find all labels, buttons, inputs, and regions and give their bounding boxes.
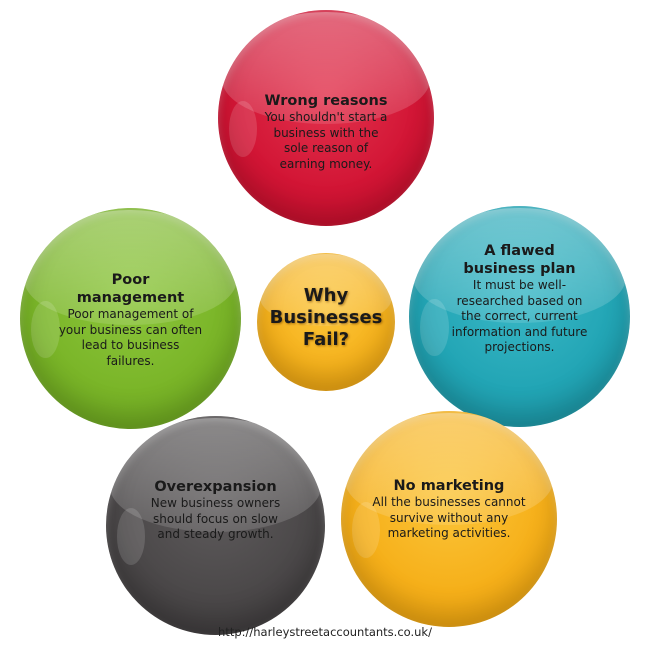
bubble-title: Poor management: [76, 272, 185, 306]
bubble-content: Wrong reasons You shouldn't start a busi…: [218, 92, 434, 172]
bubble-title: Overexpansion: [154, 479, 277, 495]
bubble-poor-management: Poor management Poor management of your …: [20, 208, 241, 429]
bubble-title: A flawed business plan: [463, 243, 576, 277]
source-url: http://harleystreetaccountants.co.uk/: [218, 625, 432, 639]
bubble-title: Wrong reasons: [264, 93, 388, 109]
bubble-overexpansion: Overexpansion New business owners should…: [106, 416, 325, 635]
center-title-line: Businesses: [269, 307, 383, 328]
bubble-wrong-reasons: Wrong reasons You shouldn't start a busi…: [218, 10, 434, 226]
bubble-body: It must be well-researched based on the …: [451, 278, 588, 354]
bubble-body: New business owners should focus on slow…: [150, 496, 281, 541]
bubble-body: You shouldn't start a business with the …: [264, 110, 388, 171]
bubble-center-why-businesses-fail: Why Businesses Fail?: [257, 253, 395, 391]
center-title-line: Fail?: [302, 329, 350, 350]
bubble-content: Poor management Poor management of your …: [20, 271, 241, 369]
bubble-content: Why Businesses Fail?: [257, 285, 395, 351]
bubble-body: Poor management of your business can oft…: [58, 307, 203, 368]
bubble-no-marketing: No marketing All the businesses cannot s…: [341, 411, 557, 627]
bubble-content: Overexpansion New business owners should…: [106, 478, 325, 543]
bubble-title: No marketing: [393, 478, 505, 494]
center-title-line: Why: [303, 285, 349, 306]
bubble-flawed-business-plan: A flawed business plan It must be well-r…: [409, 206, 630, 427]
bubble-body: All the businesses cannot survive withou…: [372, 495, 526, 540]
bubble-content: No marketing All the businesses cannot s…: [341, 477, 557, 542]
bubble-content: A flawed business plan It must be well-r…: [409, 242, 630, 356]
